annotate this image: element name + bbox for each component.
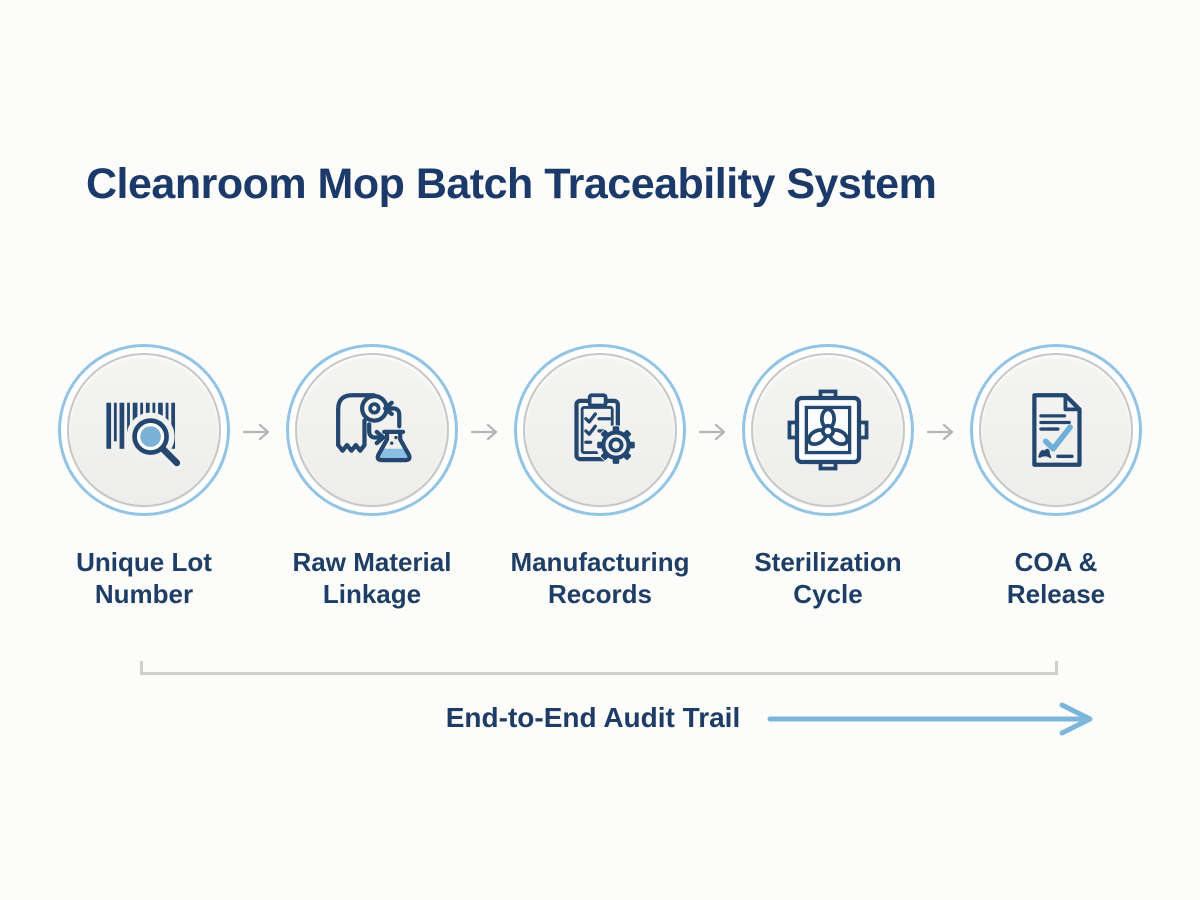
step-circle bbox=[742, 344, 914, 516]
step-label: Unique Lot Number bbox=[76, 547, 212, 609]
page-title: Cleanroom Mop Batch Traceability System bbox=[86, 160, 937, 208]
step-manufacturing-records: Manufacturing Records bbox=[485, 344, 715, 610]
audit-bracket bbox=[140, 661, 1058, 675]
step-connector-arrow-icon bbox=[698, 423, 726, 441]
material-roll-flask-icon bbox=[336, 393, 412, 463]
step-circle bbox=[286, 344, 458, 516]
step-circle bbox=[970, 344, 1142, 516]
step-connector-arrow-icon bbox=[926, 423, 954, 441]
barcode-search-icon bbox=[106, 402, 184, 470]
step-label: Manufacturing Records bbox=[510, 547, 690, 609]
audit-trail-arrow-icon bbox=[767, 702, 1093, 736]
sterilizer-fan-icon bbox=[787, 389, 869, 471]
step-connector-arrow-icon bbox=[242, 423, 270, 441]
step-label: Sterilization Cycle bbox=[754, 547, 902, 609]
step-circle bbox=[58, 344, 230, 516]
step-label: COA & Release bbox=[1006, 547, 1106, 609]
step-label: Raw Material Linkage bbox=[292, 547, 452, 609]
audit-trail-label: End-to-End Audit Trail bbox=[445, 702, 741, 733]
step-sterilization-cycle: Sterilization Cycle bbox=[713, 344, 943, 610]
step-coa-release: COA & Release bbox=[941, 344, 1171, 610]
step-unique-lot-number: Unique Lot Number bbox=[29, 344, 259, 610]
step-circle bbox=[514, 344, 686, 516]
step-connector-arrow-icon bbox=[470, 423, 498, 441]
clipboard-checklist-gear-icon bbox=[574, 393, 636, 465]
coa-document-signature-icon bbox=[1032, 393, 1082, 467]
step-raw-material-linkage: Raw Material Linkage bbox=[257, 344, 487, 610]
